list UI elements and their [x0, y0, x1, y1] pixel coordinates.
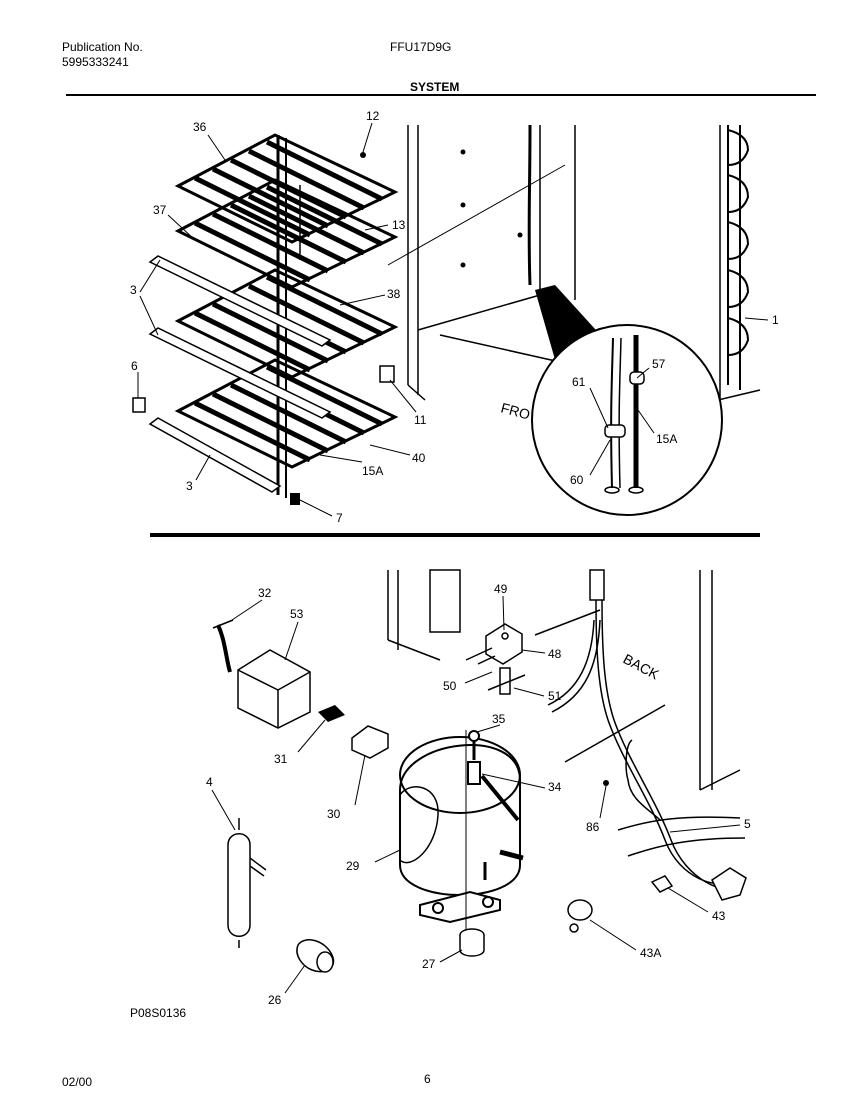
callout-15a-detail: 15A	[656, 432, 677, 446]
callout-53: 53	[290, 607, 304, 621]
publication-label: Publication No.	[62, 40, 143, 54]
callout-27: 27	[422, 957, 436, 971]
publication-number: 5995333241	[62, 55, 129, 69]
callout-15a: 15A	[362, 464, 383, 478]
filter-drier	[227, 818, 267, 948]
callout-31: 31	[274, 752, 288, 766]
page-number: 6	[424, 1072, 431, 1086]
callout-7: 7	[336, 511, 343, 525]
front-label: FRO	[499, 399, 532, 422]
callout-86: 86	[586, 820, 600, 834]
clip-43	[650, 875, 674, 893]
connector-31	[318, 705, 345, 722]
bracket-11	[379, 365, 395, 383]
callout-37: 37	[153, 203, 167, 217]
diagram-code: P08S0136	[130, 1006, 187, 1020]
screw-12	[360, 152, 366, 158]
callout-61: 61	[572, 375, 586, 389]
callout-34: 34	[548, 780, 562, 794]
grommet-27	[459, 928, 485, 957]
drain-fitting	[465, 623, 526, 695]
callout-43a: 43A	[640, 946, 661, 960]
back-label: BACK	[621, 651, 663, 683]
callout-35: 35	[492, 712, 506, 726]
clip-7	[290, 493, 300, 505]
callout-3b: 3	[186, 479, 193, 493]
top-leaders	[137, 122, 769, 517]
callout-11: 11	[414, 413, 427, 427]
callout-6: 6	[131, 359, 138, 373]
callout-50: 50	[443, 679, 457, 693]
callout-5: 5	[744, 817, 751, 831]
callout-43: 43	[712, 909, 726, 923]
callout-32: 32	[258, 586, 272, 600]
callout-26: 26	[268, 993, 282, 1007]
grommet-26	[296, 939, 335, 973]
callout-40: 40	[412, 451, 426, 465]
callout-4: 4	[206, 775, 213, 789]
callout-60: 60	[570, 473, 584, 487]
section-title: SYSTEM	[410, 80, 460, 94]
model-number: FFU17D9G	[390, 40, 452, 54]
callout-12: 12	[366, 109, 380, 123]
callout-30: 30	[327, 807, 341, 821]
detail-circle	[531, 324, 723, 516]
callout-51: 51	[548, 689, 562, 703]
bracket-6	[132, 397, 146, 413]
callout-57: 57	[652, 357, 666, 371]
callout-29: 29	[346, 859, 360, 873]
clamp-43a	[567, 899, 593, 933]
callout-3a: 3	[130, 283, 137, 297]
callout-48: 48	[548, 647, 562, 661]
side-condenser-coil	[727, 125, 750, 390]
relay-overload	[212, 619, 311, 729]
rear-cabinet-outline	[387, 569, 741, 791]
screw-86	[603, 780, 609, 786]
compressor	[399, 730, 524, 924]
callout-13: 13	[392, 218, 406, 232]
bottom-leaders	[211, 595, 741, 994]
callout-36: 36	[193, 120, 207, 134]
evaporator-shelf-coils	[174, 133, 399, 498]
power-cord	[547, 569, 747, 901]
callout-38: 38	[387, 287, 401, 301]
callout-49: 49	[494, 582, 508, 596]
footer-date: 02/00	[62, 1075, 93, 1089]
cover-30	[351, 725, 389, 759]
callout-1: 1	[772, 313, 779, 327]
